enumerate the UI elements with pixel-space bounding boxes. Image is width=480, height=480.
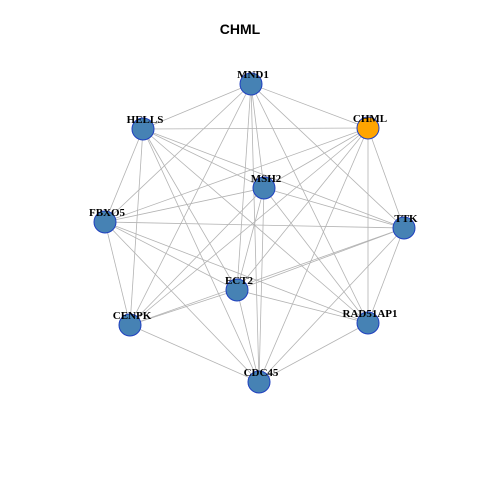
edge-chml-cdc45 [258, 127, 369, 383]
edge-fbxo5-ect2 [104, 221, 238, 291]
edge-hells-ect2 [142, 128, 238, 291]
edge-mnd1-ttk [250, 83, 405, 229]
edge-mnd1-rad51ap1 [250, 83, 369, 324]
edge-msh2-cdc45 [258, 187, 265, 383]
edge-ttk-cdc45 [258, 227, 405, 383]
edges-layer [104, 83, 405, 383]
edge-ect2-cenpk [129, 289, 238, 326]
edge-ect2-cdc45 [236, 289, 260, 383]
node-label-chml: CHML [353, 113, 387, 125]
edge-ttk-cenpk [129, 227, 405, 326]
node-msh2 [252, 176, 276, 200]
edge-msh2-ttk [263, 187, 405, 229]
edge-fbxo5-rad51ap1 [104, 221, 369, 324]
node-hells [131, 117, 155, 141]
edge-hells-chml [142, 127, 369, 130]
node-cenpk [118, 313, 142, 337]
diagram-title: CHML [219, 21, 261, 37]
edge-hells-ttk [142, 128, 405, 229]
node-label-ttk: TTK [394, 213, 418, 225]
edge-hells-rad51ap1 [142, 128, 369, 324]
edge-mnd1-hells [142, 83, 252, 130]
edge-msh2-rad51ap1 [263, 187, 369, 324]
node-label-fbxo5: FBXO5 [89, 207, 126, 219]
edge-mnd1-ect2 [236, 83, 252, 291]
edge-chml-fbxo5 [104, 127, 369, 223]
edge-ttk-rad51ap1 [367, 227, 405, 324]
edge-msh2-fbxo5 [104, 187, 265, 223]
edge-fbxo5-cenpk [104, 221, 131, 326]
edge-mnd1-cdc45 [250, 83, 260, 383]
node-label-ect2: ECT2 [225, 275, 254, 287]
node-ect2 [225, 278, 249, 302]
node-mnd1 [239, 72, 263, 96]
nodes-layer [93, 72, 416, 394]
edge-cenpk-cdc45 [129, 324, 260, 383]
edge-chml-ect2 [236, 127, 369, 291]
edge-ect2-rad51ap1 [236, 289, 369, 324]
edge-chml-ttk [367, 127, 405, 229]
edge-mnd1-fbxo5 [104, 83, 252, 223]
node-label-rad51ap1: RAD51AP1 [343, 308, 398, 320]
edge-mnd1-cenpk [129, 83, 252, 326]
node-chml [356, 116, 380, 140]
edge-hells-fbxo5 [104, 128, 144, 223]
edge-chml-cenpk [129, 127, 369, 326]
edge-hells-cenpk [129, 128, 144, 326]
edge-rad51ap1-cdc45 [258, 322, 369, 383]
node-label-msh2: MSH2 [251, 173, 282, 185]
node-label-hells: HELLS [127, 114, 164, 126]
node-cdc45 [247, 370, 271, 394]
edge-ttk-ect2 [236, 227, 405, 291]
edge-msh2-ect2 [236, 187, 265, 291]
edge-msh2-cenpk [129, 187, 265, 326]
node-rad51ap1 [356, 311, 380, 335]
node-label-cenpk: CENPK [113, 310, 152, 322]
edge-fbxo5-cdc45 [104, 221, 260, 383]
node-label-mnd1: MND1 [237, 69, 269, 81]
edge-hells-cdc45 [142, 128, 260, 383]
edge-fbxo5-ttk [104, 221, 405, 229]
node-fbxo5 [93, 210, 117, 234]
edge-mnd1-msh2 [250, 83, 265, 189]
node-label-cdc45: CDC45 [244, 367, 279, 379]
node-ttk [392, 216, 416, 240]
edge-mnd1-chml [250, 83, 369, 129]
edge-hells-msh2 [142, 128, 265, 189]
edge-chml-msh2 [263, 127, 369, 189]
